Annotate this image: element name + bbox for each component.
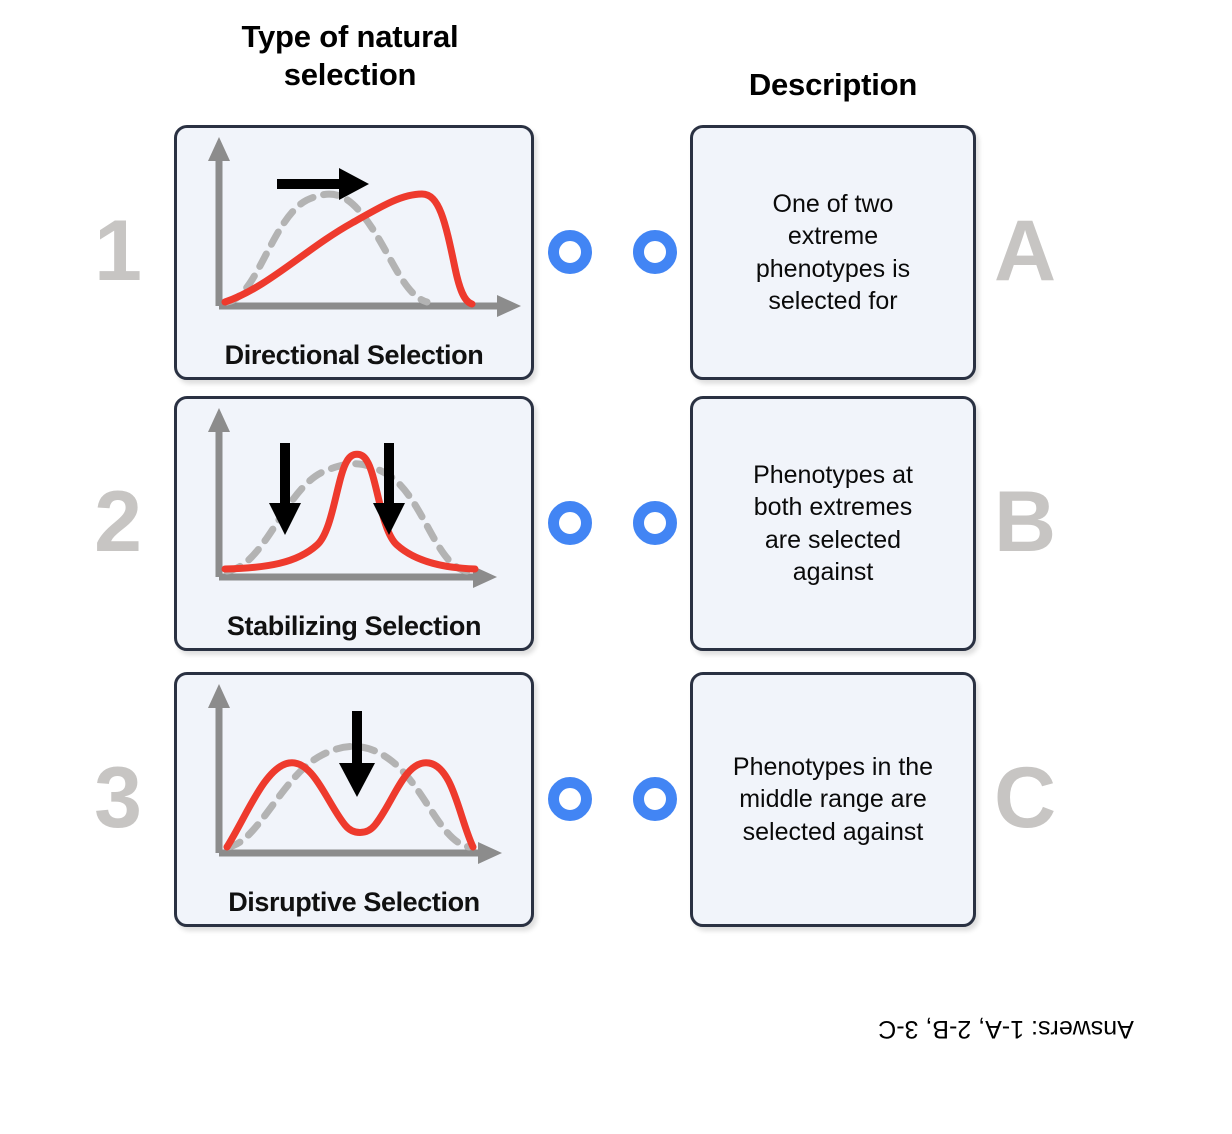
chart-label-directional-selection: Directional Selection xyxy=(224,340,484,370)
chart-label-disruptive-selection: Disruptive Selection xyxy=(228,887,480,917)
down-arrow-left-icon xyxy=(269,443,301,535)
chart-card-disruptive-selection[interactable]: Disruptive Selection xyxy=(174,672,534,927)
match-row-1: 1 Directional Selection One of two extre… xyxy=(0,125,1232,380)
row-number-2: 2 xyxy=(94,474,142,570)
description-text-b: Phenotypes at both extremes are selected… xyxy=(753,460,913,587)
connector-ring-left-2[interactable] xyxy=(548,501,592,545)
connector-ring-left-3[interactable] xyxy=(548,777,592,821)
chart-card-directional-selection[interactable]: Directional Selection xyxy=(174,125,534,380)
chart-label-stabilizing-selection: Stabilizing Selection xyxy=(226,611,482,641)
description-text-a: One of two extreme phenotypes is selecte… xyxy=(755,189,911,316)
row-number-3: 3 xyxy=(94,750,142,846)
right-arrow-icon xyxy=(277,168,369,200)
down-arrow-center-icon xyxy=(339,711,375,797)
chart-card-stabilizing-selection[interactable]: Stabilizing Selection xyxy=(174,396,534,651)
disruptive-selection-chart xyxy=(208,684,502,864)
down-arrow-right-icon xyxy=(373,443,405,535)
connector-ring-right-c[interactable] xyxy=(633,777,677,821)
column-header-type-of-natural-selection: Type of natural selection xyxy=(241,19,459,92)
connector-ring-right-b[interactable] xyxy=(633,501,677,545)
connector-ring-right-a[interactable] xyxy=(633,230,677,274)
row-number-1: 1 xyxy=(94,203,142,299)
row-letter-c: C xyxy=(993,750,1057,846)
description-text-c: Phenotypes in the middle range are selec… xyxy=(732,752,934,846)
column-header-description: Description xyxy=(748,67,918,102)
description-card-c[interactable]: Phenotypes in the middle range are selec… xyxy=(690,672,976,927)
match-row-3: 3 Disruptive Selection Phenotypes in the… xyxy=(0,672,1232,927)
answer-key: Answers: 1-A, 2-B, 3-C xyxy=(878,1015,1134,1043)
description-card-b[interactable]: Phenotypes at both extremes are selected… xyxy=(690,396,976,651)
stabilizing-selection-chart xyxy=(208,408,497,588)
directional-selection-chart xyxy=(208,137,521,317)
row-letter-a: A xyxy=(993,203,1057,299)
connector-ring-left-1[interactable] xyxy=(548,230,592,274)
match-row-2: 2 Stabilizing Selection Phenotypes at xyxy=(0,396,1232,651)
row-letter-b: B xyxy=(993,474,1057,570)
description-card-a[interactable]: One of two extreme phenotypes is selecte… xyxy=(690,125,976,380)
